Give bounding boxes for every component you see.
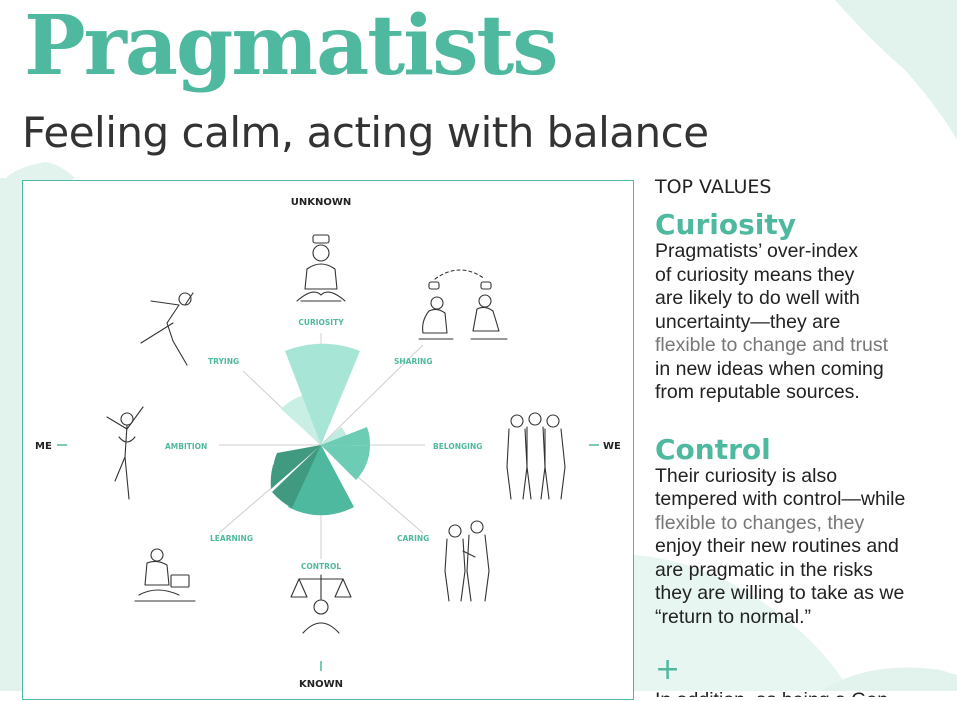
value-block-control: Control Their curiosity is also tempered…: [655, 432, 955, 630]
sharing-people-illustration: [418, 269, 508, 340]
values-radial-chart: UNKNOWN KNOWN ME WE CURIOSITY SHARING BE…: [35, 197, 621, 690]
value-label-trying: TRYING: [208, 357, 239, 366]
learning-person-illustration: [134, 548, 196, 602]
plus-icon: +: [655, 652, 681, 687]
top-values-panel: TOP VALUES Curiosity Pragmatists’ over-i…: [655, 172, 955, 697]
axis-label-known: KNOWN: [299, 679, 343, 690]
value-text-control: Their curiosity is also tempered with co…: [655, 464, 906, 628]
page-subtitle: Feeling calm, acting with balance: [22, 108, 709, 157]
reaching-person-illustration: [106, 406, 144, 500]
scales-of-justice-illustration: [290, 574, 352, 634]
value-label-learning: LEARNING: [210, 534, 253, 543]
diagram-petals: [270, 343, 371, 516]
value-title-control: Control: [655, 432, 771, 466]
value-block-curiosity: Curiosity Pragmatists’ over-index of cur…: [655, 210, 955, 405]
value-label-caring: CARING: [397, 534, 429, 543]
value-label-ambition: AMBITION: [165, 442, 207, 451]
value-label-belonging: BELONGING: [433, 442, 482, 451]
cutoff-text: In addition, as being a Gen: [655, 689, 955, 697]
values-diagram: UNKNOWN KNOWN ME WE CURIOSITY SHARING BE…: [22, 180, 634, 700]
value-text-curiosity: Pragmatists’ over-index of curiosity mea…: [655, 240, 889, 403]
value-label-curiosity: CURIOSITY: [298, 318, 344, 327]
value-label-sharing: SHARING: [394, 357, 432, 366]
binoculars-person-illustration: [296, 234, 346, 302]
axis-label-unknown: UNKNOWN: [291, 197, 352, 208]
axis-label-we: WE: [603, 441, 621, 452]
caring-people-illustration: [444, 520, 490, 602]
group-of-people-illustration: [506, 412, 566, 500]
value-label-control: CONTROL: [301, 562, 341, 571]
top-values-heading: TOP VALUES: [655, 176, 772, 198]
page-title: Pragmatists: [24, 0, 558, 94]
axis-label-me: ME: [35, 441, 52, 452]
leaping-person-illustration: [140, 292, 194, 366]
value-title-curiosity: Curiosity: [655, 208, 797, 241]
